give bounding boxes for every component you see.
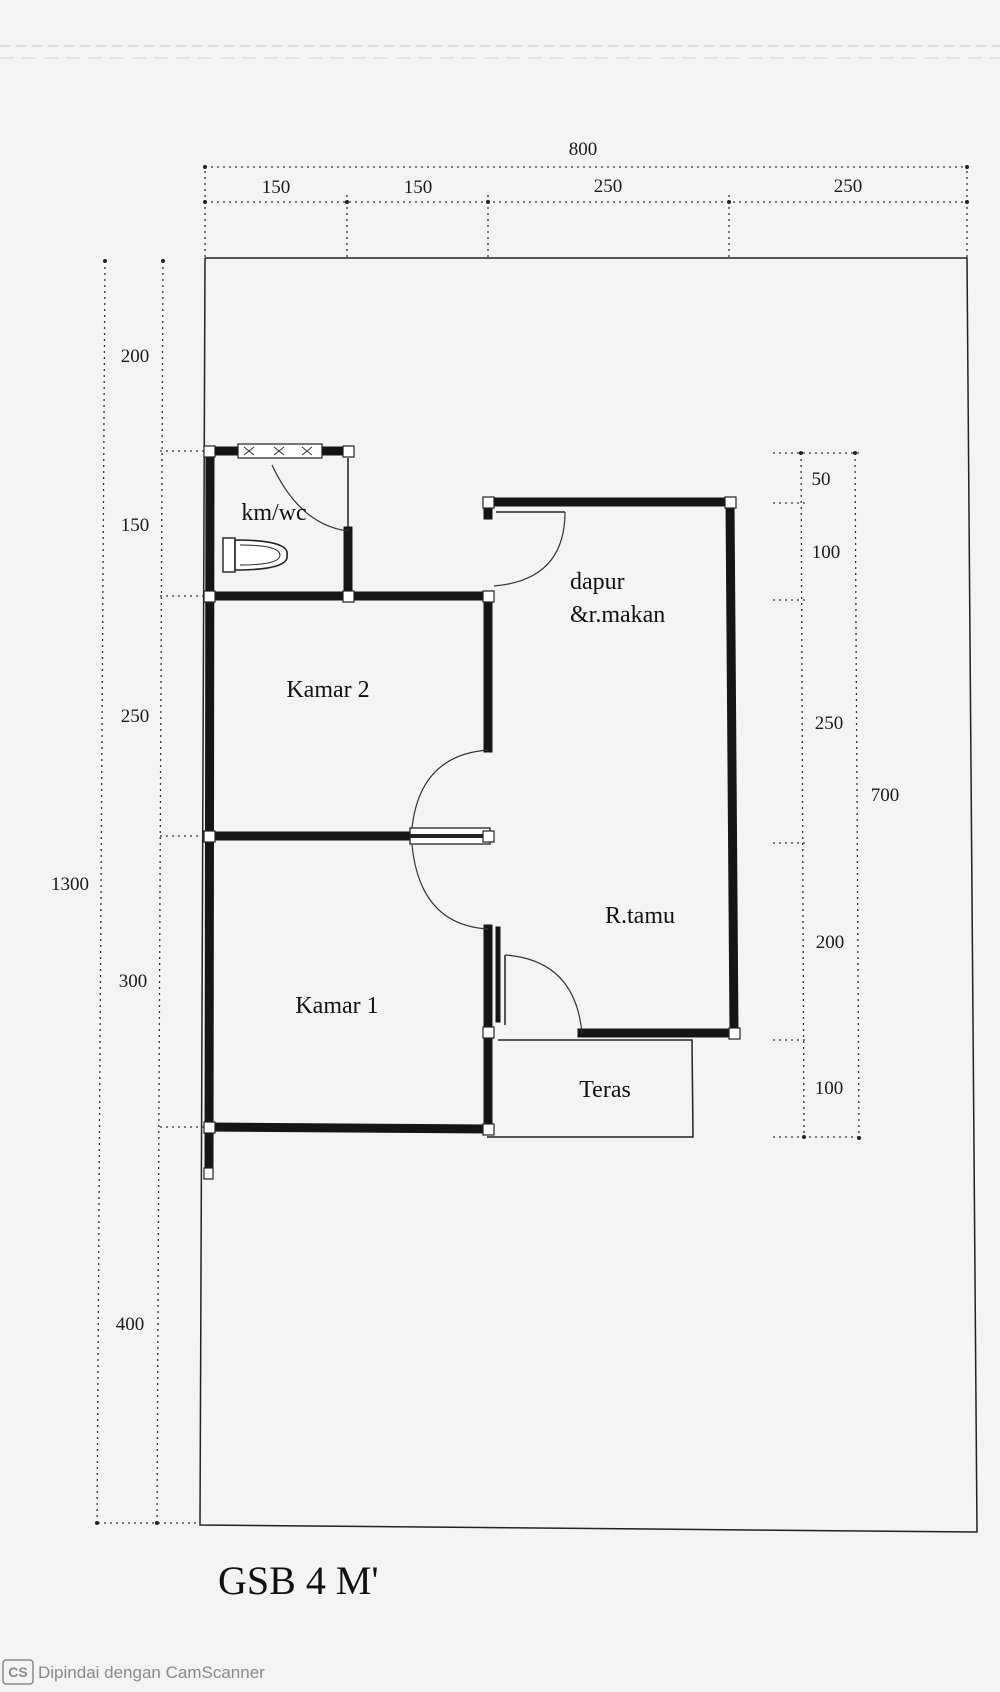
dapur-door-swing <box>493 511 566 587</box>
dim-right-5: 100 <box>815 1078 844 1099</box>
camscanner-watermark: CS Dipindai dengan CamScanner <box>2 1659 265 1685</box>
dim-right-total: 700 <box>871 785 900 806</box>
dim-total-width: 800 <box>569 139 598 160</box>
wall-right <box>725 497 739 1037</box>
camscanner-badge <box>2 1659 34 1685</box>
left-dimension-group: 200 150 250 300 400 1300 <box>51 259 210 1525</box>
gsb-caption: GSB 4 M' <box>218 1558 379 1603</box>
room-label-kamar2: Kamar 2 <box>286 677 369 703</box>
lot-boundary <box>199 257 978 1533</box>
camscanner-badge-text: CS <box>8 1664 27 1680</box>
toilet-icon <box>222 537 288 573</box>
entrance-door-swing <box>504 954 583 1034</box>
columns <box>203 445 741 1180</box>
dim-right-3: 250 <box>815 713 844 734</box>
total-height-line-right <box>854 452 860 1139</box>
dim-left-4: 300 <box>119 971 148 992</box>
dim-total-height: 1300 <box>51 874 89 895</box>
room-label-rtamu: R.tamu <box>605 903 675 929</box>
dim-left-3: 250 <box>121 706 150 727</box>
dim-left-1: 200 <box>121 346 150 367</box>
dim-right-4: 200 <box>816 932 845 953</box>
kamar-double-door <box>409 749 491 930</box>
total-height-line <box>96 260 106 1524</box>
room-label-kamar1: Kamar 1 <box>295 993 378 1019</box>
dim-top-3: 250 <box>594 176 623 197</box>
segment-height-line <box>156 260 164 1524</box>
camscanner-text: Dipindai dengan CamScanner <box>38 1663 265 1682</box>
walls <box>204 446 739 1180</box>
dim-top-2: 150 <box>404 177 433 198</box>
room-label-dapur-makan: &r.makan <box>570 602 665 628</box>
top-dimension-group: 800 150 150 250 250 <box>203 139 969 258</box>
right-dimension-group: 50 100 250 200 100 700 <box>773 451 899 1140</box>
room-label-teras: Teras <box>579 1077 631 1103</box>
room-label-kmwc: km/wc <box>241 500 306 526</box>
wall-bottom <box>205 1122 492 1134</box>
teras-outline <box>487 1039 694 1138</box>
wall-left <box>204 446 215 1180</box>
dim-top-1: 150 <box>262 177 291 198</box>
dim-top-4: 250 <box>834 176 863 197</box>
dim-left-5: 400 <box>116 1314 145 1335</box>
wc-window-marks <box>243 446 313 456</box>
dim-right-1: 50 <box>812 469 831 490</box>
wc-door-swing <box>271 464 349 532</box>
dim-left-2: 150 <box>121 515 150 536</box>
room-label-dapur: dapur <box>570 569 625 595</box>
dim-right-2: 100 <box>812 542 841 563</box>
segment-height-line-right <box>800 452 805 1138</box>
wc-window <box>237 443 323 459</box>
